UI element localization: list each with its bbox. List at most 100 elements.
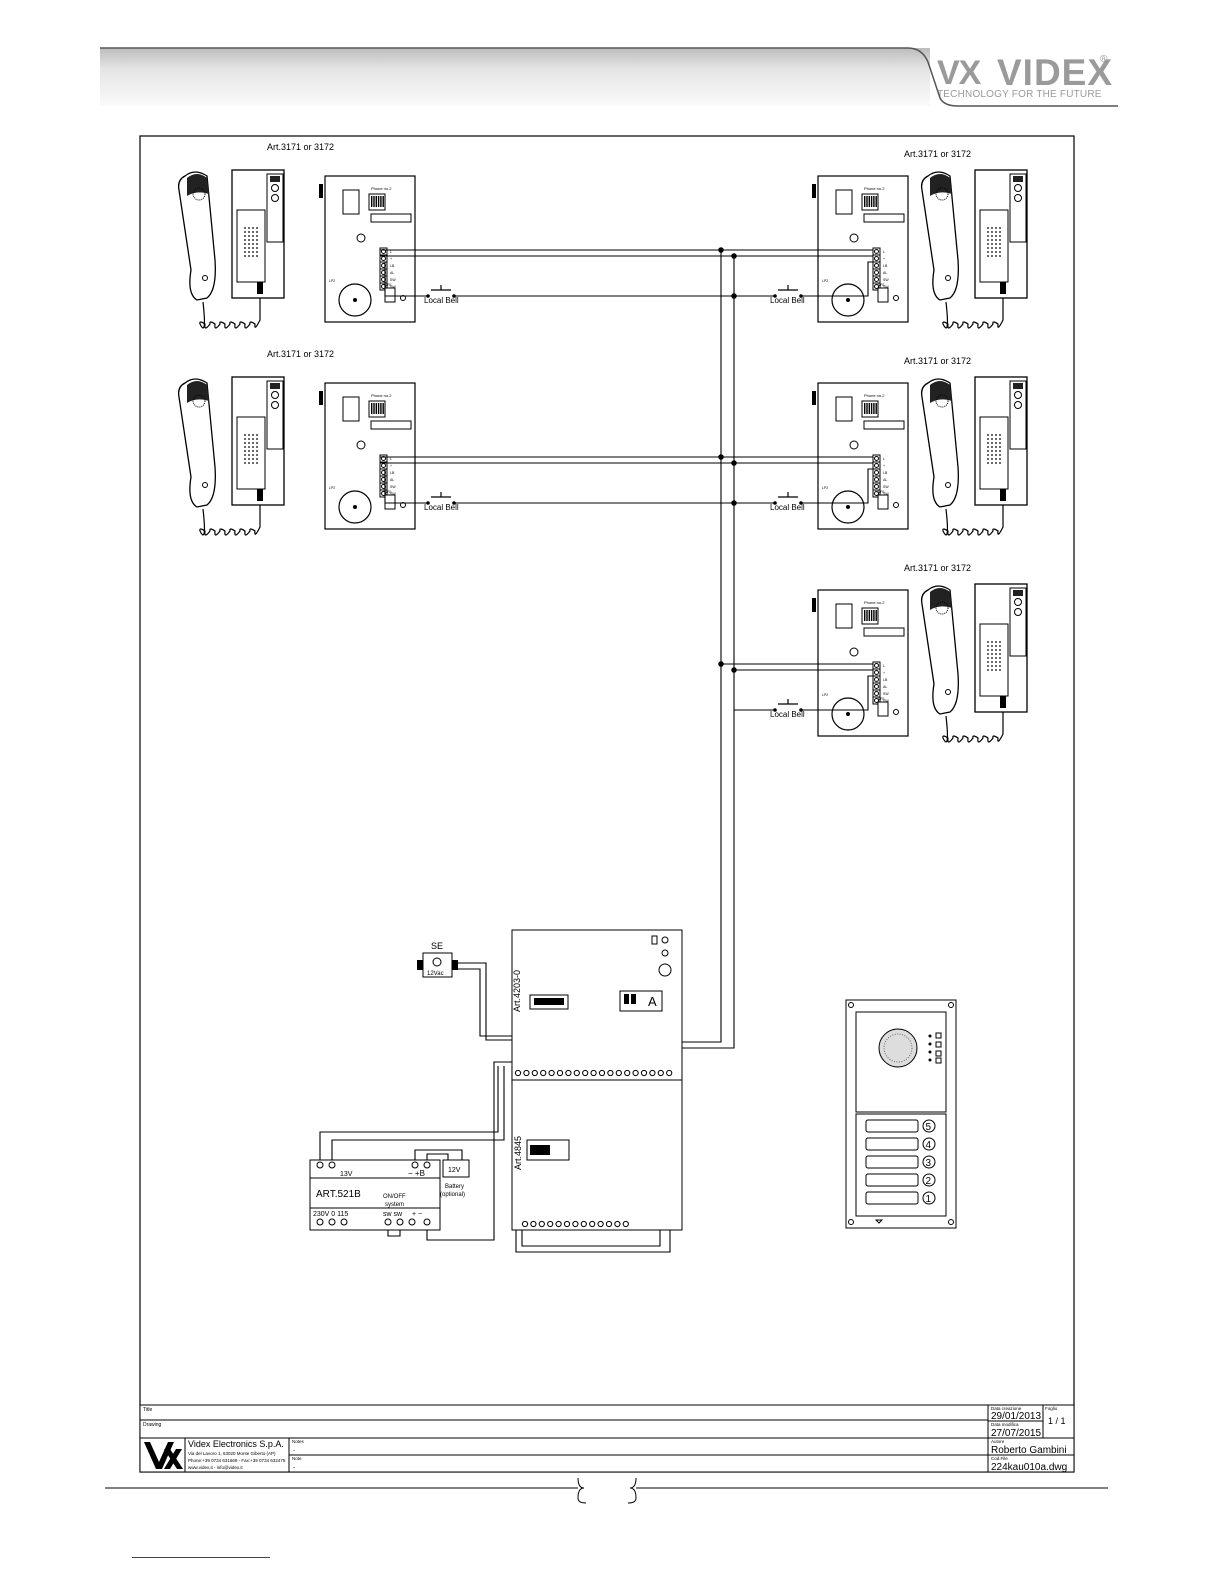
battery-line2: (optional) <box>440 1192 465 1198</box>
panel-art-4203: Art.4203-0 A <box>511 929 683 1081</box>
terminal-label: SW <box>883 692 889 696</box>
notes-label: Notes <box>292 1439 305 1444</box>
panel-4203-button: A <box>648 994 657 1009</box>
button-1 <box>1014 184 1022 192</box>
grille-dot <box>995 255 997 257</box>
grille-dot <box>999 247 1001 249</box>
grille-dot <box>999 661 1001 663</box>
psu-terminal <box>316 1161 324 1169</box>
header-band <box>100 48 930 106</box>
grille-dot <box>244 442 246 444</box>
board-outline <box>817 175 909 323</box>
grille-dot <box>256 462 258 464</box>
terminal-4845 <box>555 1220 562 1228</box>
date-modified-label: Data modifica <box>991 1422 1019 1427</box>
handset-body <box>177 378 216 508</box>
terminal-label: + <box>883 257 885 261</box>
grille-dot <box>252 243 254 245</box>
grille-dot <box>995 454 997 456</box>
grille-dot <box>248 454 250 456</box>
button-2 <box>271 401 279 409</box>
grille-dot <box>999 243 1001 245</box>
grille-dot <box>244 255 246 257</box>
grille-dot <box>256 251 258 253</box>
terminal-label: SW <box>883 278 889 282</box>
grille-dot <box>248 239 250 241</box>
grille-dot <box>256 434 258 436</box>
terminal-4203 <box>531 1069 538 1077</box>
earpiece <box>935 187 949 201</box>
grille-dot <box>995 653 997 655</box>
dip-lever <box>371 196 373 207</box>
cradle-slot <box>1009 173 1027 243</box>
local-bell-label: Local Bell <box>770 503 805 512</box>
terminal-label: L <box>883 664 885 668</box>
grille-dot <box>999 251 1001 253</box>
terminal-label: AL <box>390 478 394 482</box>
vr1-box <box>877 287 889 303</box>
terminal-label: LB <box>390 471 395 475</box>
vr1-box <box>384 287 396 303</box>
psu-label: ART.521B <box>316 1189 361 1200</box>
board-label: Phone no.2 <box>864 600 885 605</box>
grille-dot <box>248 438 250 440</box>
grille-dot <box>256 458 258 460</box>
board-label: Phone no.2 <box>371 186 392 191</box>
grille-dot <box>244 434 246 436</box>
handset <box>177 169 285 329</box>
cord-jack <box>1000 282 1006 294</box>
grille-dot <box>999 645 1001 647</box>
panel-art-4845: Art.4845 <box>511 1079 683 1231</box>
grille-dot <box>987 653 989 655</box>
psu-top-voltage: 13V <box>340 1171 353 1178</box>
grille-dot <box>244 446 246 448</box>
terminal-screw <box>874 456 879 461</box>
dip-lever <box>375 196 377 207</box>
grille-dot <box>995 442 997 444</box>
name-button <box>865 1119 919 1133</box>
name-button <box>865 1155 919 1169</box>
psu-switch-line2: system <box>385 1202 404 1208</box>
cord-jack <box>1000 696 1006 708</box>
terminal-label: SW <box>390 485 396 489</box>
grille-dot <box>248 251 250 253</box>
grille-dot <box>252 458 254 460</box>
keypad-number: 5 <box>926 1122 932 1133</box>
mouthpiece <box>945 689 951 695</box>
buzzer <box>338 490 372 524</box>
lp2-label: LP2 <box>329 279 335 283</box>
dip-lever <box>373 403 375 414</box>
terminal-screw <box>874 698 879 703</box>
grille-dot <box>999 458 1001 460</box>
terminal-screw <box>874 663 879 668</box>
coiled-cord <box>942 298 1004 329</box>
terminal-label: AL <box>883 685 887 689</box>
grille-dot <box>999 641 1001 643</box>
wire <box>414 1149 463 1160</box>
handset <box>920 169 1028 329</box>
grille-dot <box>995 227 997 229</box>
model-label: Art.3171 or 3172 <box>904 149 971 159</box>
se-lock: SE 12Vac <box>417 941 458 978</box>
cord-jack <box>257 282 263 294</box>
cradle-top <box>1013 590 1023 596</box>
grille-dot <box>252 239 254 241</box>
videx-logo: VX VIDEX ® TECHNOLOGY FOR THE FUTURE <box>935 52 1112 102</box>
terminal-screw <box>874 484 879 489</box>
terminal-4845 <box>563 1220 571 1228</box>
model-label: Art.3171 or 3172 <box>267 349 334 359</box>
grille-dot <box>248 434 250 436</box>
grille-dot <box>999 649 1001 651</box>
speaker-area <box>236 209 266 283</box>
terminal-label: LB <box>883 678 888 682</box>
dip-lever <box>377 403 380 414</box>
terminal-4203 <box>523 1069 530 1077</box>
terminal-screw <box>874 284 879 289</box>
grille-dot <box>248 227 250 229</box>
dip-lever <box>375 403 377 414</box>
grille-dot <box>991 446 993 448</box>
cord-jack <box>257 489 263 501</box>
grille-dot <box>244 243 246 245</box>
footer-link-underline <box>132 1557 270 1558</box>
